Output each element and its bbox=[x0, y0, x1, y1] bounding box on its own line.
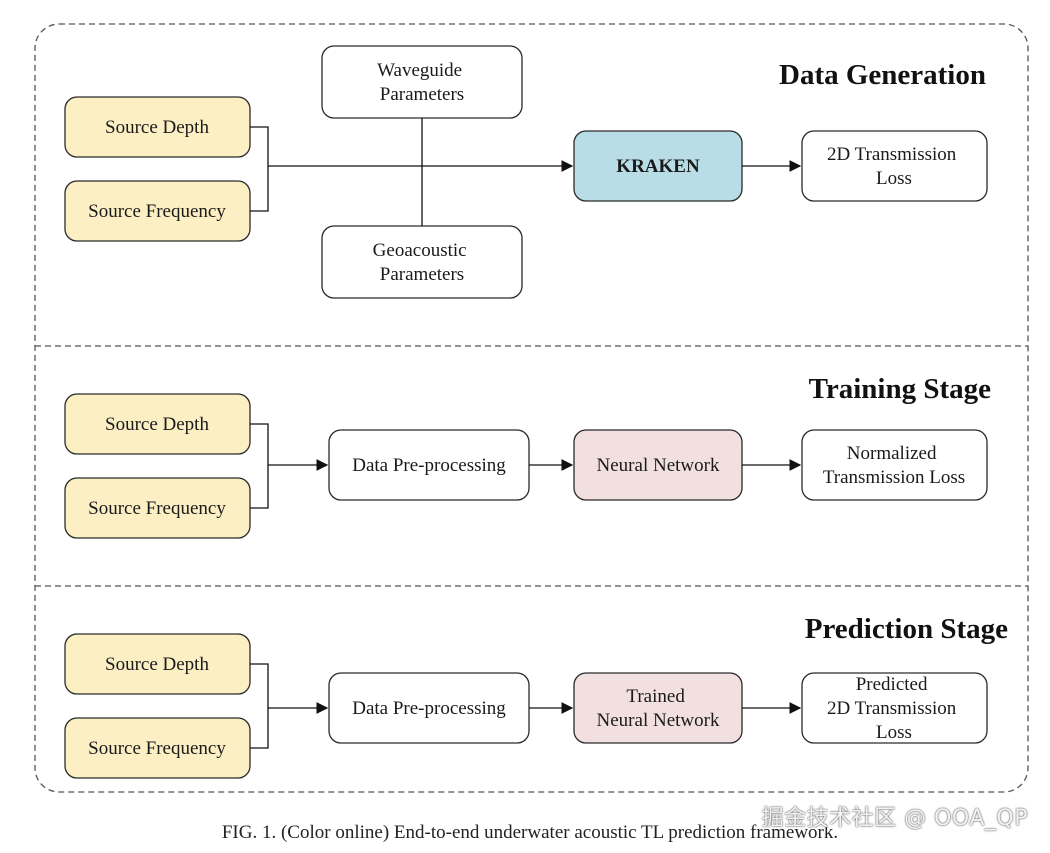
geoacoustic-parameters-box bbox=[321, 225, 523, 299]
prediction-stage-title: Prediction Stage bbox=[805, 613, 1008, 645]
prediction-source-depth-label: Source Depth bbox=[105, 654, 209, 675]
waveguide-parameters-box bbox=[321, 45, 523, 119]
prediction-input-merge-bracket bbox=[250, 663, 269, 749]
source-frequency-label: Source Frequency bbox=[88, 201, 226, 222]
training-source-frequency-label: Source Frequency bbox=[88, 498, 226, 519]
data-generation-title: Data Generation bbox=[779, 59, 986, 91]
training-stage-title: Training Stage bbox=[809, 373, 991, 405]
data-generation-stage: Data Generation Source Depth Source Freq… bbox=[64, 45, 988, 299]
input-merge-bracket bbox=[250, 126, 269, 212]
prediction-source-frequency-label: Source Frequency bbox=[88, 738, 226, 759]
figure-caption: FIG. 1. (Color online) End-to-end underw… bbox=[221, 822, 839, 843]
transmission-loss-output-label: 2D Transmission Loss bbox=[827, 144, 961, 189]
prediction-stage: Prediction Stage Source Depth Source Fre… bbox=[64, 613, 1008, 779]
outer-dashed-frame bbox=[34, 23, 1029, 793]
normalized-tl-output-box bbox=[801, 429, 988, 501]
waveguide-parameters-label: Waveguide Parameters bbox=[377, 60, 467, 105]
predicted-tl-output-box bbox=[801, 672, 988, 744]
neural-network-label: Neural Network bbox=[597, 455, 720, 476]
trained-neural-network-box bbox=[573, 672, 743, 744]
training-source-depth-label: Source Depth bbox=[105, 414, 209, 435]
source-depth-label: Source Depth bbox=[105, 117, 209, 138]
watermark: 掘金技术社区 @ OOA_QP bbox=[761, 806, 1028, 831]
kraken-label: KRAKEN bbox=[616, 156, 700, 177]
prediction-preprocessing-label: Data Pre-processing bbox=[352, 698, 506, 719]
training-preprocessing-label: Data Pre-processing bbox=[352, 455, 506, 476]
training-input-merge-bracket bbox=[250, 423, 269, 509]
training-stage: Training Stage Source Depth Source Frequ… bbox=[64, 373, 991, 539]
geoacoustic-parameters-label: Geoacoustic Parameters bbox=[373, 240, 472, 285]
normalized-tl-output-label: Normalized Transmission Loss bbox=[823, 443, 965, 488]
predicted-tl-output-label: Predicted 2D Transmission Loss bbox=[827, 674, 961, 743]
trained-neural-network-label: Trained Neural Network bbox=[597, 686, 720, 731]
transmission-loss-output-box bbox=[801, 130, 988, 202]
